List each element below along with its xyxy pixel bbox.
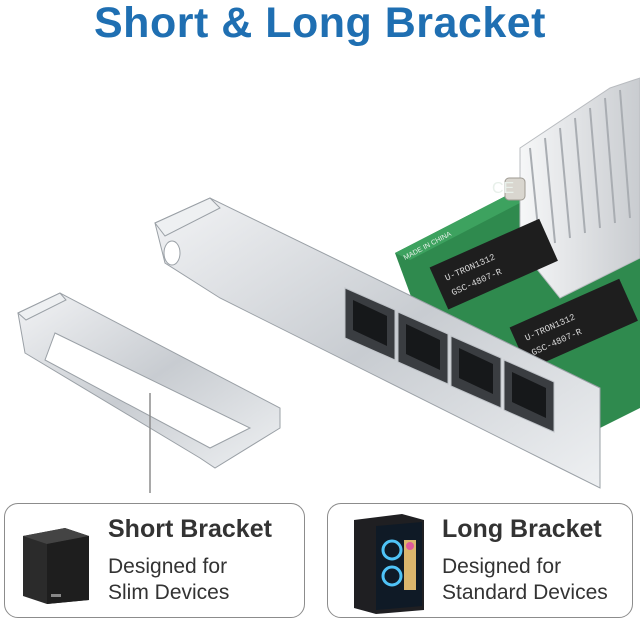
long-bracket-card: Long Bracket Designed for Standard Devic… — [327, 503, 633, 618]
ce-mark: CE — [492, 180, 514, 197]
product-scene: U-TRON1312 GSC-4807-R U-TRON1312 GSC-480… — [17, 77, 640, 493]
small-form-factor-pc-icon — [23, 528, 89, 604]
rj45-port-3 — [450, 335, 502, 409]
long-bracket-line1: Designed for — [442, 555, 562, 578]
transformer-bottom: U-TRON1312 GSC-4807-R — [509, 278, 638, 370]
short-bracket-line1: Designed for — [108, 555, 228, 578]
page-title: Short & Long Bracket — [94, 0, 546, 47]
spring-screw — [504, 177, 526, 201]
rj45-port-4 — [503, 359, 555, 433]
long-bracket — [154, 197, 601, 489]
short-bracket-card: Short Bracket Designed for Slim Devices — [4, 503, 305, 618]
rj45-port-1 — [344, 287, 396, 361]
short-bracket-heading: Short Bracket — [108, 515, 272, 543]
long-bracket-heading: Long Bracket — [442, 515, 602, 543]
long-bracket-description: Designed for Standard Devices — [442, 554, 608, 606]
rj45-port-2 — [397, 311, 449, 385]
tower-pc-icon — [354, 514, 424, 614]
short-bracket-line2: Slim Devices — [108, 581, 230, 604]
long-bracket-line2: Standard Devices — [442, 581, 608, 604]
short-bracket-description: Designed for Slim Devices — [108, 554, 229, 606]
short-bracket — [17, 292, 281, 469]
